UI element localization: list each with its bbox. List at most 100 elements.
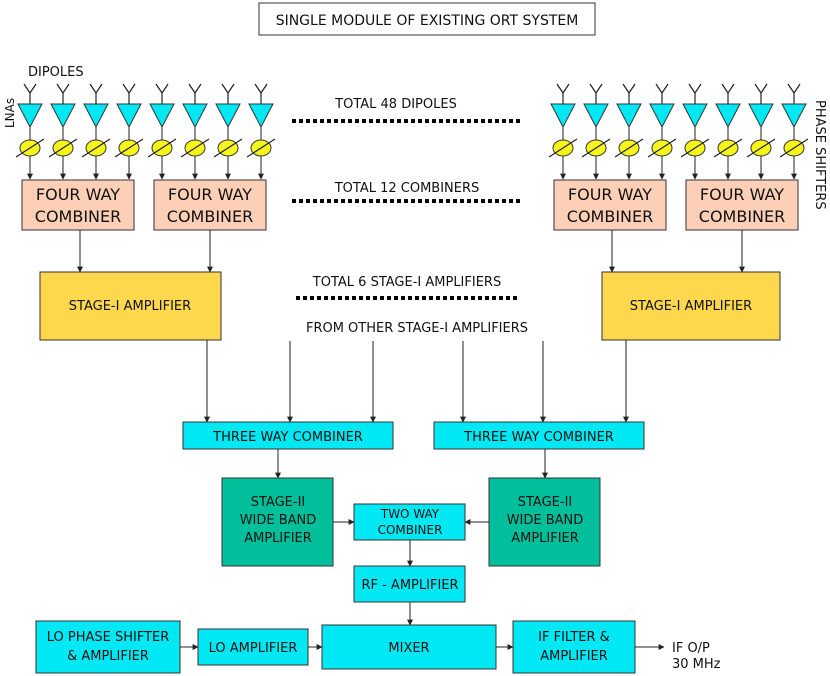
svg-text:TWO WAY: TWO WAY [380,507,440,521]
right-element-1 [548,83,578,180]
left-element-3 [81,83,111,180]
right-element-2 [581,83,611,180]
lna-triangle-icon [149,103,175,129]
dipole-icon [23,83,37,104]
left-element-4 [114,83,144,180]
svg-text:FOUR WAY: FOUR WAY [168,185,252,204]
total-combiners-text: TOTAL 12 COMBINERS [334,181,480,196]
svg-text:LO AMPLIFIER: LO AMPLIFIER [209,641,298,656]
svg-text:WIDE BAND: WIDE BAND [507,513,584,528]
svg-text:WIDE BAND: WIDE BAND [240,513,317,528]
dipole-icon [589,83,603,104]
right-element-8 [779,83,809,180]
lna-triangle-icon [116,103,142,129]
lna-triangle-icon [215,103,241,129]
lna-triangle-icon [17,103,43,129]
svg-text:COMBINER: COMBINER [167,207,253,226]
svg-text:IF FILTER &: IF FILTER & [538,630,610,645]
stage1-amplifier-left: STAGE-I AMPLIFIER [39,271,222,341]
svg-text:AMPLIFIER: AMPLIFIER [511,531,579,546]
svg-text:AMPLIFIER: AMPLIFIER [244,531,312,546]
lo-amplifier: LO AMPLIFIER [197,628,309,666]
if-filter-amplifier: IF FILTER & AMPLIFIER [512,620,636,674]
diagram-title: SINGLE MODULE OF EXISTING ORT SYSTEM [276,13,579,29]
dipoles-label: DIPOLES [28,65,84,80]
output-label-2: 30 MHz [672,657,721,672]
svg-text:FOUR WAY: FOUR WAY [700,185,784,204]
lna-triangle-icon [248,103,274,129]
dipole-icon [556,83,570,104]
svg-text:FOUR WAY: FOUR WAY [568,185,652,204]
left-element-7 [213,83,243,180]
svg-text:FOUR WAY: FOUR WAY [36,185,120,204]
left-element-2 [48,83,78,180]
dipole-icon [787,83,801,104]
dipole-icon [622,83,636,104]
svg-text:THREE WAY COMBINER: THREE WAY COMBINER [212,430,363,445]
svg-text:STAGE-II: STAGE-II [518,495,573,510]
dipole-icon [655,83,669,104]
three-way-combiner-left: THREE WAY COMBINER [182,421,394,450]
svg-text:STAGE-II: STAGE-II [251,495,306,510]
svg-text:& AMPLIFIER: & AMPLIFIER [67,649,149,664]
right-element-4 [647,83,677,180]
four-way-combiner-1: FOUR WAY COMBINER [21,179,135,231]
svg-text:RF - AMPLIFIER: RF - AMPLIFIER [361,578,458,593]
total-dipoles-text: TOTAL 48 DIPOLES [334,97,457,112]
left-element-1 [15,83,45,180]
svg-text:AMPLIFIER: AMPLIFIER [540,649,608,664]
lna-triangle-icon [715,103,741,129]
dipole-icon [254,83,268,104]
lna-triangle-icon [583,103,609,129]
lo-phase-shifter-amplifier: LO PHASE SHIFTER & AMPLIFIER [35,620,181,674]
right-element-7 [746,83,776,180]
svg-text:THREE WAY COMBINER: THREE WAY COMBINER [463,430,614,445]
stage1-amplifier-right: STAGE-I AMPLIFIER [601,271,781,341]
svg-text:COMBINER: COMBINER [567,207,653,226]
dipole-icon [56,83,70,104]
lna-triangle-icon [616,103,642,129]
dipole-icon [754,83,768,104]
other-stage1-text: FROM OTHER STAGE-I AMPLIFIERS [306,321,528,336]
lna-triangle-icon [682,103,708,129]
lna-triangle-icon [83,103,109,129]
left-element-5 [147,83,177,180]
four-way-combiner-4: FOUR WAY COMBINER [685,179,799,231]
phase-shifters-label: PHASE SHIFTERS [812,100,827,210]
svg-text:COMBINER: COMBINER [378,523,443,537]
stage2-amplifier-left: STAGE-II WIDE BAND AMPLIFIER [221,477,334,567]
dipole-icon [188,83,202,104]
lna-triangle-icon [781,103,807,129]
four-way-combiner-2: FOUR WAY COMBINER [153,179,267,231]
three-way-combiner-right: THREE WAY COMBINER [433,421,645,450]
lna-triangle-icon [748,103,774,129]
total-stage1-text: TOTAL 6 STAGE-I AMPLIFIERS [312,275,501,290]
mixer: MIXER [321,624,497,670]
dipole-icon [688,83,702,104]
dipole-icon [155,83,169,104]
lna-triangle-icon [182,103,208,129]
left-element-8 [246,83,276,180]
lnas-label: LNAs [3,98,17,128]
right-element-6 [713,83,743,180]
svg-text:STAGE-I AMPLIFIER: STAGE-I AMPLIFIER [69,299,191,314]
svg-text:LO PHASE SHIFTER: LO PHASE SHIFTER [47,630,170,645]
stage2-amplifier-right: STAGE-II WIDE BAND AMPLIFIER [488,477,601,567]
dipole-icon [122,83,136,104]
output-label-1: IF O/P [672,641,710,656]
lna-triangle-icon [649,103,675,129]
svg-text:MIXER: MIXER [388,641,429,656]
two-way-combiner: TWO WAY COMBINER [353,503,466,541]
svg-text:COMBINER: COMBINER [699,207,785,226]
title-frame [258,2,596,36]
svg-text:COMBINER: COMBINER [35,207,121,226]
svg-text:STAGE-I AMPLIFIER: STAGE-I AMPLIFIER [630,299,752,314]
lna-triangle-icon [550,103,576,129]
four-way-combiner-3: FOUR WAY COMBINER [553,179,667,231]
rf-amplifier: RF - AMPLIFIER [353,565,466,603]
right-element-3 [614,83,644,180]
dipole-icon [221,83,235,104]
antenna-array-right [548,83,809,180]
